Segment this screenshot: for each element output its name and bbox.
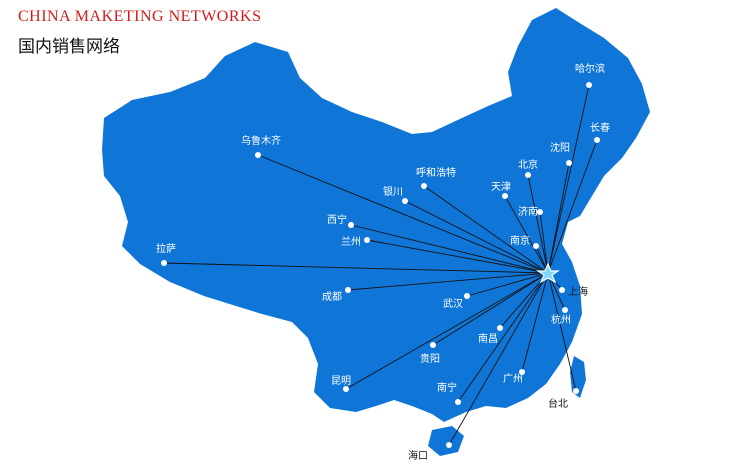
connection-line-urumqi xyxy=(257,154,549,274)
city-dot-nanchang xyxy=(497,325,503,331)
city-label-jinan: 济南 xyxy=(518,205,538,218)
connection-line-lhasa xyxy=(163,262,549,274)
city-dot-shanghai xyxy=(559,287,565,293)
connection-line-hohhot xyxy=(423,185,549,274)
connection-line-jinan xyxy=(539,211,549,274)
city-dot-taipei xyxy=(573,388,579,394)
connection-line-yinchuan xyxy=(404,200,549,274)
connection-line-lanzhou xyxy=(366,239,549,274)
star-icon xyxy=(536,262,560,284)
connection-line-shenyang xyxy=(547,162,570,274)
connection-line-taipei xyxy=(547,272,577,392)
connection-line-harbin xyxy=(547,84,590,274)
taiwan-shape xyxy=(570,356,586,398)
city-dot-jinan xyxy=(537,209,543,215)
city-label-shenyang: 沈阳 xyxy=(550,141,570,154)
city-dot-xining xyxy=(348,222,354,228)
connection-line-chengdu xyxy=(347,272,549,291)
city-label-kunming: 昆明 xyxy=(331,375,351,387)
city-label-guangzhou: 广州 xyxy=(503,373,523,385)
city-dot-nanning xyxy=(455,399,461,405)
mainland-shape xyxy=(102,8,650,422)
city-dot-changchun xyxy=(594,137,600,143)
city-dot-chengdu xyxy=(345,287,351,293)
connection-line-nanning xyxy=(457,272,549,403)
city-label-nanchang: 南昌 xyxy=(478,332,498,345)
city-label-chengdu: 成都 xyxy=(322,291,342,303)
city-dot-shenyang xyxy=(566,160,572,166)
city-label-nanjing: 南京 xyxy=(510,234,530,247)
connection-line-haikou xyxy=(448,272,549,446)
map-heading: CHINA MAKETING NETWORKS 国内销售网络 xyxy=(18,8,261,57)
connection-line-tianjin xyxy=(504,195,549,274)
title-chinese: 国内销售网络 xyxy=(18,37,120,57)
connection-line-beijing xyxy=(527,174,549,274)
city-label-lhasa: 拉萨 xyxy=(156,242,176,255)
city-label-nanning: 南宁 xyxy=(437,381,457,394)
city-label-hohhot: 呼和浩特 xyxy=(416,167,456,179)
connection-line-guangzhou xyxy=(521,272,549,373)
city-dot-nanjing xyxy=(533,243,539,249)
city-label-wuhan: 武汉 xyxy=(443,297,463,310)
city-label-lanzhou: 兰州 xyxy=(341,235,361,248)
city-label-urumqi: 乌鲁木齐 xyxy=(241,134,281,147)
city-label-shanghai: 上海 xyxy=(568,285,588,298)
city-dot-lanzhou xyxy=(364,237,370,243)
city-label-tianjin: 天津 xyxy=(491,181,511,193)
city-dot-hohhot xyxy=(421,183,427,189)
city-label-beijing: 北京 xyxy=(518,158,538,171)
hainan-shape xyxy=(428,426,464,456)
city-dot-wuhan xyxy=(464,293,470,299)
city-label-haikou: 海口 xyxy=(408,449,428,462)
city-dot-hangzhou xyxy=(562,307,568,313)
city-dot-beijing xyxy=(525,172,531,178)
city-dot-guiyang xyxy=(430,342,436,348)
connection-lines xyxy=(163,84,598,446)
connection-line-wuhan xyxy=(466,272,549,297)
city-dot-yinchuan xyxy=(402,198,408,204)
connection-line-guiyang xyxy=(432,272,549,346)
city-label-yinchuan: 银川 xyxy=(383,185,403,198)
city-dot-lhasa xyxy=(161,260,167,266)
city-dot-guangzhou xyxy=(519,369,525,375)
city-label-xining: 西宁 xyxy=(327,213,347,226)
city-dot-tianjin xyxy=(502,193,508,199)
city-label-guiyang: 贵阳 xyxy=(420,352,440,365)
city-label-taipei: 台北 xyxy=(548,397,568,410)
connection-line-changchun xyxy=(547,139,598,274)
city-dot-harbin xyxy=(586,82,592,88)
connection-line-nanchang xyxy=(499,272,549,329)
city-dot-haikou xyxy=(446,442,452,448)
city-dot-kunming xyxy=(343,386,349,392)
city-dot-urumqi xyxy=(255,152,261,158)
connection-line-kunming xyxy=(345,272,549,390)
title-english: CHINA MAKETING NETWORKS xyxy=(18,8,262,25)
connection-line-xining xyxy=(350,224,549,274)
city-markers xyxy=(161,82,600,448)
city-label-harbin: 哈尔滨 xyxy=(575,62,605,75)
city-label-changchun: 长春 xyxy=(590,122,610,134)
city-label-hangzhou: 杭州 xyxy=(551,313,571,326)
